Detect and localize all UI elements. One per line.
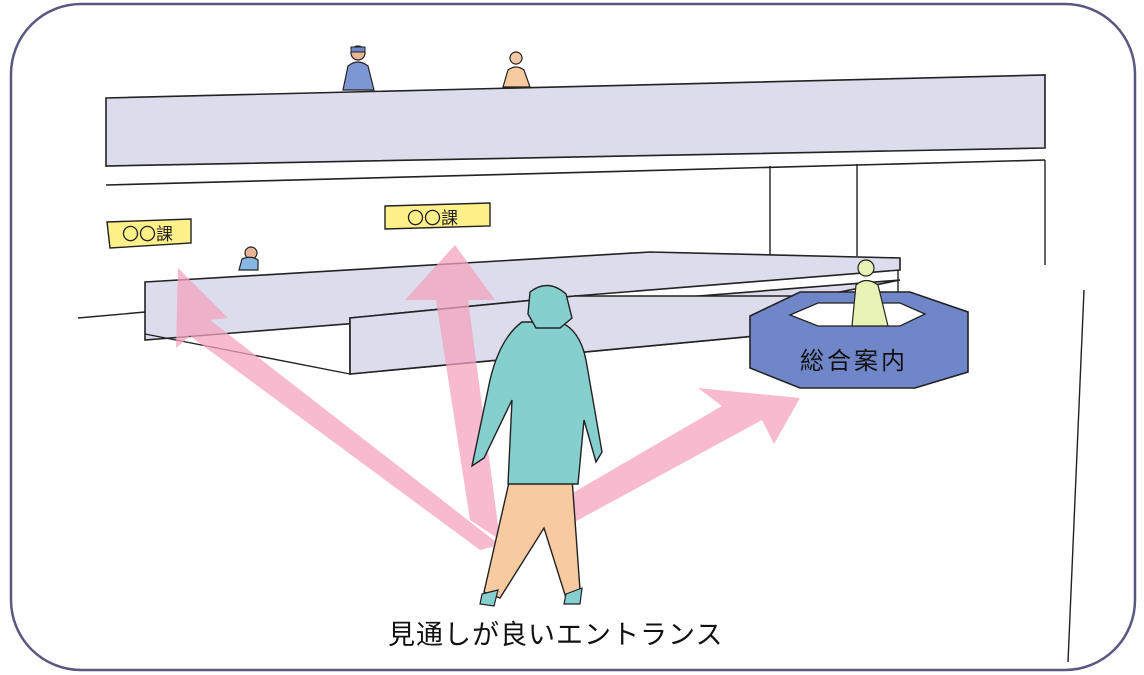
main-person-right-foot	[563, 587, 583, 605]
sign-left-label: 〇〇課	[122, 225, 173, 245]
upper-floor-slab	[105, 74, 1046, 167]
sign-center-label: 〇〇課	[407, 209, 458, 229]
info-desk-label: 総合案内	[800, 347, 908, 375]
info-desk: 総合案内	[749, 259, 969, 389]
main-person-icon	[470, 284, 603, 607]
main-person-body	[470, 321, 603, 485]
right-wall-line	[1067, 289, 1085, 663]
person-upper-left-icon	[342, 45, 375, 91]
caption: 見通しが良いエントランス	[388, 620, 723, 651]
sight-arrow-left-icon	[176, 268, 500, 550]
person-upper-right-icon	[502, 51, 531, 88]
person-mezzanine-icon	[238, 246, 259, 271]
main-person-head	[527, 284, 573, 329]
left-wall-line	[77, 311, 146, 319]
sign-center: 〇〇課	[384, 202, 491, 230]
main-person-left-foot	[479, 589, 499, 607]
upper-floor-edge-line	[105, 159, 1046, 186]
sight-arrow-up-icon	[405, 245, 500, 540]
sign-left: 〇〇課	[106, 218, 192, 249]
sight-arrow-right-icon	[540, 388, 800, 530]
staff-person-icon	[851, 259, 889, 327]
